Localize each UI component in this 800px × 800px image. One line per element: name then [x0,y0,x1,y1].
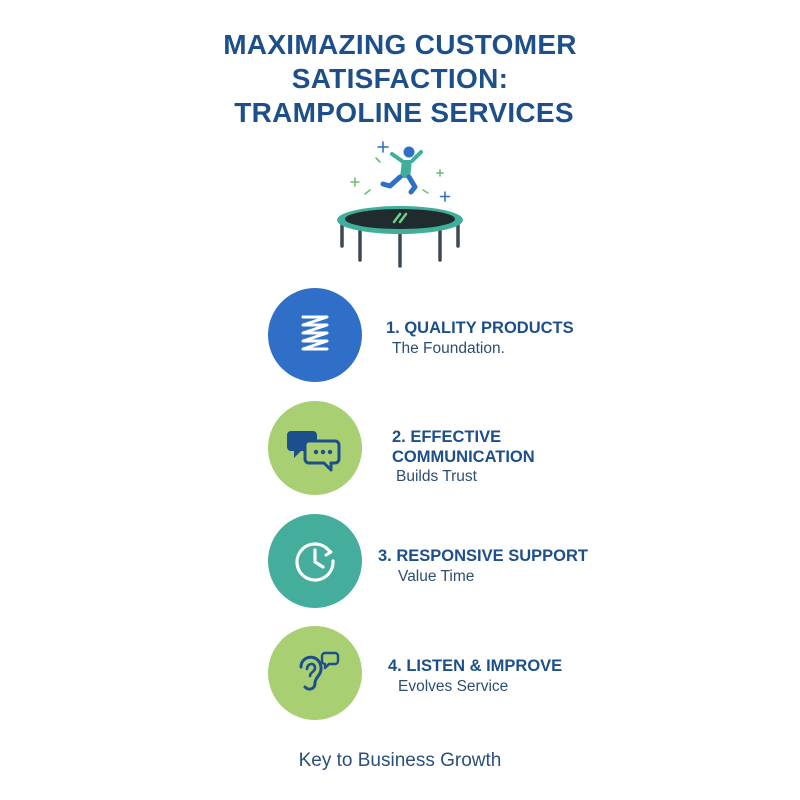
step-3-heading-line: 3. RESPONSIVE SUPPORT [378,547,588,565]
step-4-heading: 4. LISTEN & IMPROVE [388,656,562,676]
step-2-heading: 2. EFFECTIVE COMMUNICATION [392,427,535,467]
jumping-person-icon [380,146,423,195]
title-line-2: SATISFACTION: [291,63,509,94]
step-1-circle [268,288,362,382]
step-effective-communication: 2. EFFECTIVE COMMUNICATION Builds Trust [268,401,608,497]
jumping-person-trampoline-icon [337,141,463,268]
step-1-heading-line: 1. QUALITY PRODUCTS [386,319,574,337]
step-3-circle [268,514,362,608]
step-quality-products: 1. QUALITY PRODUCTS The Foundation. [268,288,608,384]
step-1-heading: 1. QUALITY PRODUCTS [386,318,574,338]
step-4-circle [268,626,362,720]
step-1-subtitle: The Foundation. [392,340,505,357]
step-3-subtitle: Value Time [398,568,475,585]
page-title: MAXIMAZING CUSTOMER SATISFACTION: TRAMPO… [0,28,800,130]
step-listen-improve: 4. LISTEN & IMPROVE Evolves Service [268,626,608,722]
clock-icon [295,542,335,582]
title-line-1: MAXIMAZING CUSTOMER [223,29,577,60]
title-line-3: TRAMPOLINE SERVICES [226,97,574,128]
step-4-heading-line: 4. LISTEN & IMPROVE [388,657,563,675]
step-responsive-support: 3. RESPONSIVE SUPPORT Value Time [268,514,608,610]
spring-icon [301,315,329,351]
step-2-heading-line-2: COMMUNICATION [392,448,535,466]
step-2-subtitle: Builds Trust [396,468,477,485]
ear-icon [299,651,340,691]
footer-tagline: Key to Business Growth [298,750,502,771]
step-3-heading: 3. RESPONSIVE SUPPORT [378,546,588,566]
step-2-heading-line-1: 2. EFFECTIVE [392,428,502,446]
trampoline-hero-icon [320,130,480,270]
step-4-subtitle: Evolves Service [398,678,509,695]
chat-bubbles-icon [287,431,341,472]
step-2-circle [268,401,362,495]
